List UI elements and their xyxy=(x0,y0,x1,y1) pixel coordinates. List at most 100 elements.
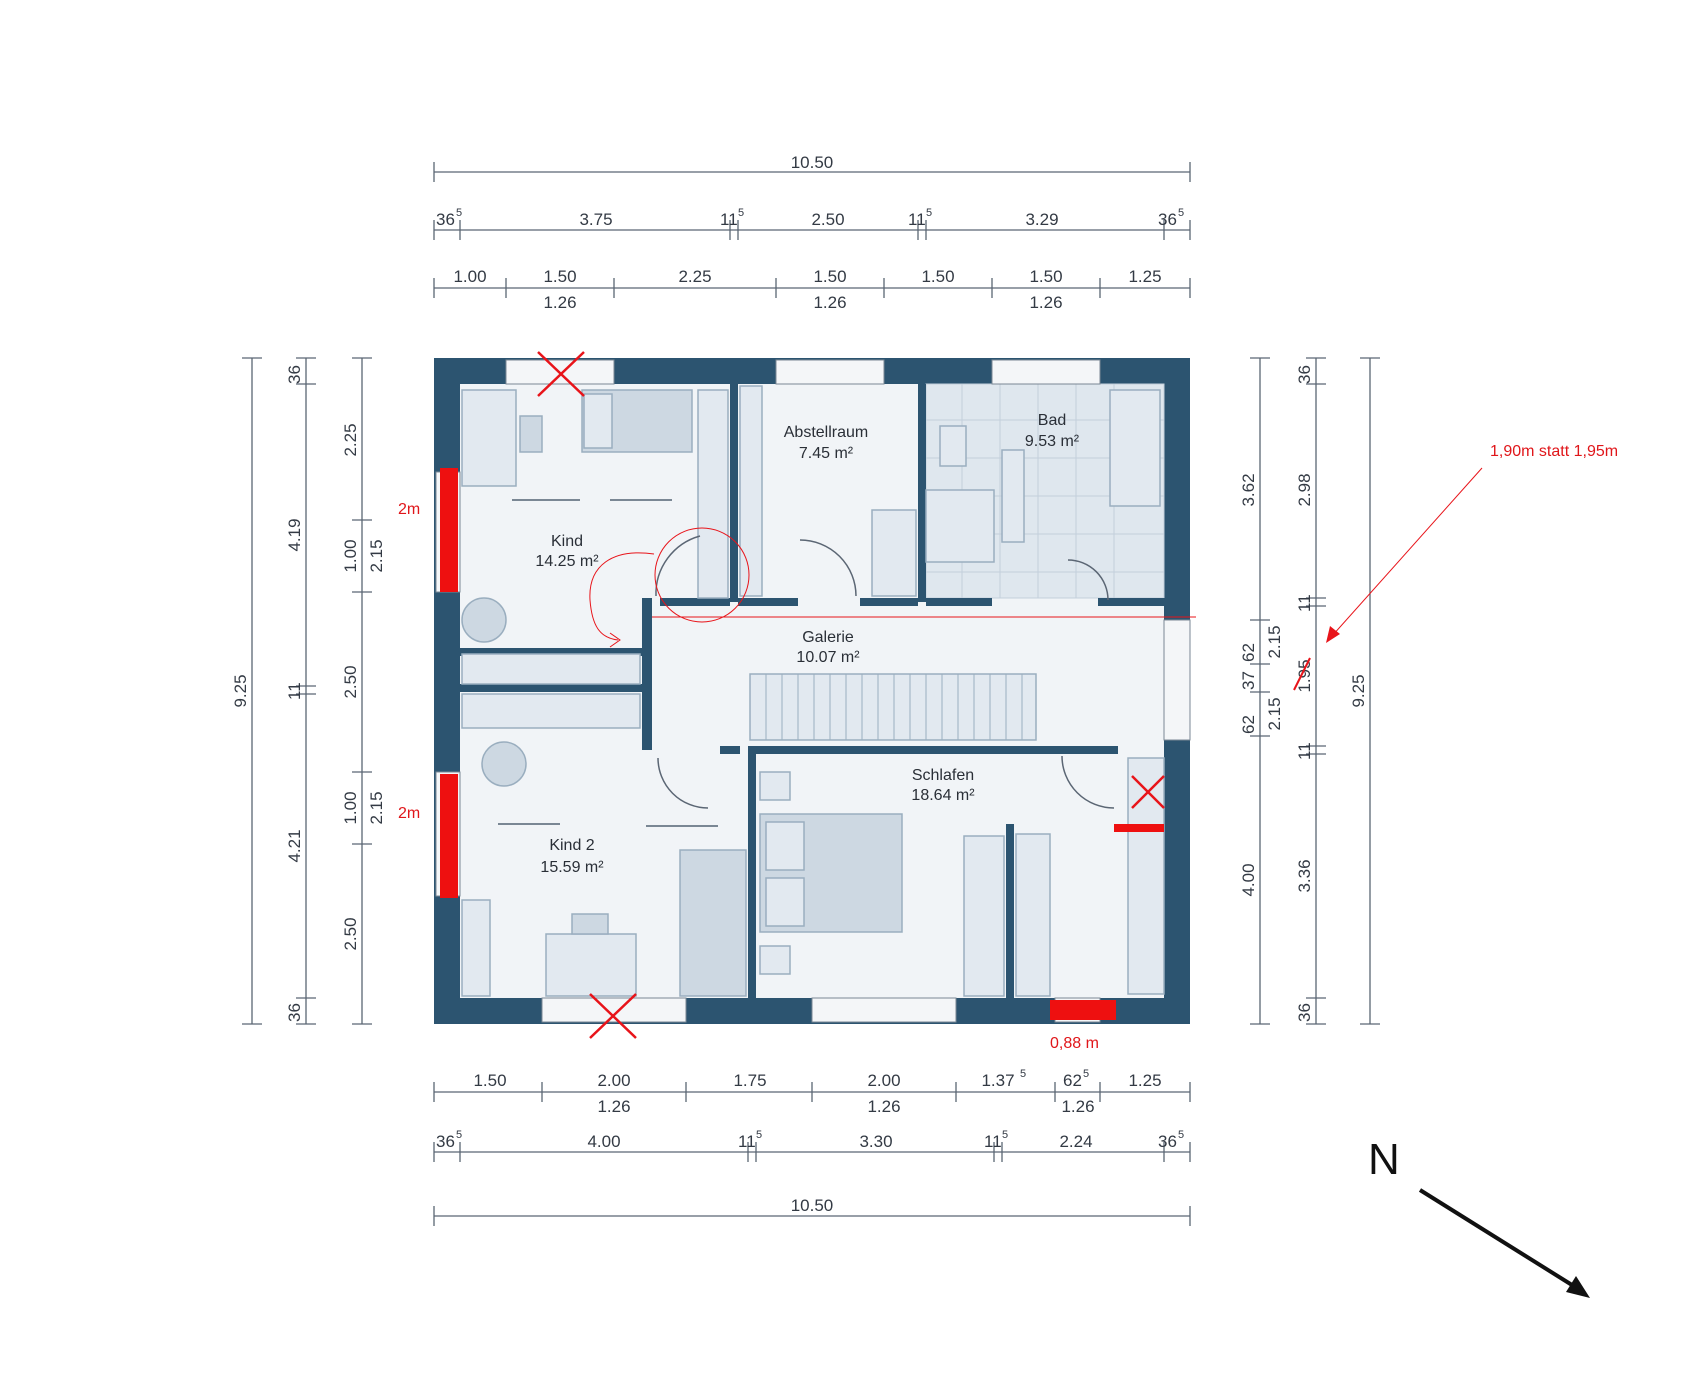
desk xyxy=(461,389,517,487)
bottom-win-dim-7: 1.25 xyxy=(1128,1071,1161,1090)
bottom-dim-1: 36 xyxy=(436,1132,455,1151)
north-label: N xyxy=(1368,1135,1400,1184)
room-kind2-name: Kind 2 xyxy=(549,837,594,854)
bottom-win-dim-2: 2.00 xyxy=(597,1071,630,1090)
bottom-dim-7: 36 xyxy=(1158,1132,1177,1151)
room-galerie-area: 10.07 m² xyxy=(796,649,860,666)
bottom-win-dim-1: 1.50 xyxy=(473,1071,506,1090)
annotation-window-kind: 2m xyxy=(398,501,420,518)
top-dimensions: 10.50 36 5 3.75 11 5 2.50 11 5 3.29 36 5… xyxy=(433,153,1191,312)
room-galerie-name: Galerie xyxy=(802,629,854,646)
window-mark-kind xyxy=(440,468,458,592)
right-dim-7: 2.98 xyxy=(1295,473,1314,506)
north-arrow: N xyxy=(1368,1135,1590,1298)
svg-text:5: 5 xyxy=(1178,1129,1184,1141)
left-dimensions: 9.25 36 4.19 11 4.21 36 2.25 1.00 2.50 1… xyxy=(231,357,386,1025)
right-dim-3: 37 xyxy=(1239,671,1258,690)
svg-text:5: 5 xyxy=(1083,1068,1089,1080)
cross-mark-icon xyxy=(1131,775,1165,809)
window-galerie-right xyxy=(1163,619,1191,741)
room-schlafen-name: Schlafen xyxy=(912,767,974,784)
shower xyxy=(925,489,995,563)
top-win-dim-7: 1.25 xyxy=(1128,267,1161,286)
top-dim-3: 11 xyxy=(720,210,738,229)
desk-kind2 xyxy=(545,933,637,997)
top-total-dim: 10.50 xyxy=(791,153,834,172)
bathtub xyxy=(1109,389,1161,507)
left-win-height-1: 2.15 xyxy=(367,539,386,572)
left-win-dim-2: 1.00 xyxy=(341,539,360,572)
stair-note-pointer xyxy=(1331,467,1483,637)
window-mark-kind2 xyxy=(440,774,458,898)
bad-furniture xyxy=(925,389,1161,601)
interior-walls xyxy=(460,384,1190,998)
top-dim-4: 2.50 xyxy=(811,210,844,229)
svg-text:5: 5 xyxy=(1002,1129,1008,1141)
left-dim-3: 11 xyxy=(285,682,304,700)
top-win-dim-2: 1.50 xyxy=(543,267,576,286)
right-dimensions: 3.62 62 37 62 4.00 2.15 2.15 36 2.98 11 … xyxy=(1239,357,1380,1025)
wardrobe-schlafen xyxy=(963,835,1005,997)
top-win-dim-4: 1.50 xyxy=(813,267,846,286)
annotation-bottom-width: 0,88 m xyxy=(1050,1035,1099,1052)
svg-text:5: 5 xyxy=(456,1129,462,1141)
top-win-height-2: 1.26 xyxy=(813,293,846,312)
top-dim-6: 3.29 xyxy=(1025,210,1058,229)
bottom-win-height-3: 1.26 xyxy=(1061,1097,1094,1116)
top-win-height-3: 1.26 xyxy=(1029,293,1062,312)
bed-kind2 xyxy=(679,849,747,997)
bottom-dimensions: 1.50 2.00 1.75 2.00 1.37 5 62 5 1.25 1.2… xyxy=(433,1068,1191,1226)
chair xyxy=(519,415,543,453)
room-kind-name: Kind xyxy=(551,533,583,550)
left-dim-5: 36 xyxy=(285,1003,304,1022)
annotation-window-kind2: 2m xyxy=(398,805,420,822)
staircase xyxy=(749,673,1037,741)
svg-text:5: 5 xyxy=(926,207,932,219)
bottom-win-dim-4: 2.00 xyxy=(867,1071,900,1090)
washbasin xyxy=(1001,449,1025,543)
right-dim-12: 36 xyxy=(1295,1003,1314,1022)
right-dim-9: 1.95 xyxy=(1295,659,1314,692)
svg-text:5: 5 xyxy=(1178,207,1184,219)
bottom-dim-6: 2.24 xyxy=(1059,1132,1092,1151)
room-labels: Kind 14.25 m² Abstellraum 7.45 m² Bad 9.… xyxy=(535,412,1079,876)
left-win-height-2: 2.15 xyxy=(367,791,386,824)
room-kind2-area: 15.59 m² xyxy=(540,859,604,876)
building: Kind 14.25 m² Abstellraum 7.45 m² Bad 9.… xyxy=(434,358,1191,1024)
top-win-dim-5: 1.50 xyxy=(921,267,954,286)
left-win-dim-3: 2.50 xyxy=(341,665,360,698)
top-dim-2: 3.75 xyxy=(579,210,612,229)
room-kind-area: 14.25 m² xyxy=(535,553,599,570)
top-dim-5: 11 xyxy=(908,210,926,229)
abstellraum-furniture xyxy=(739,385,917,597)
right-dim-4: 62 xyxy=(1239,715,1258,734)
cross-mark-icon xyxy=(589,993,637,1039)
window-bad-top xyxy=(991,359,1101,385)
svg-text:5: 5 xyxy=(456,207,462,219)
bottom-win-dim-5: 1.37 xyxy=(981,1071,1014,1090)
left-win-dim-5: 2.50 xyxy=(341,917,360,950)
svg-text:5: 5 xyxy=(756,1129,762,1141)
bottom-dim-3: 11 xyxy=(738,1132,756,1151)
top-win-dim-6: 1.50 xyxy=(1029,267,1062,286)
bottom-win-height-2: 1.26 xyxy=(867,1097,900,1116)
top-dim-7: 36 xyxy=(1158,210,1177,229)
top-win-dim-3: 2.25 xyxy=(678,267,711,286)
bottom-win-dim-6: 62 xyxy=(1063,1071,1082,1090)
window-mark-bottom xyxy=(1050,1000,1116,1020)
bottom-win-dim-3: 1.75 xyxy=(733,1071,766,1090)
left-dim-1: 36 xyxy=(285,365,304,384)
plant xyxy=(461,597,507,643)
annotation-stair-note: 1,90m statt 1,95m xyxy=(1490,443,1618,460)
right-dim-8: 11 xyxy=(1295,594,1314,612)
svg-text:5: 5 xyxy=(738,207,744,219)
right-dim-5: 4.00 xyxy=(1239,863,1258,896)
right-dim-6: 36 xyxy=(1295,365,1314,384)
window-schlafen-bottom xyxy=(811,997,957,1023)
top-dim-1: 36 xyxy=(436,210,455,229)
top-win-dim-1: 1.00 xyxy=(453,267,486,286)
plant-kind2 xyxy=(481,741,527,787)
room-abstell-area: 7.45 m² xyxy=(799,445,854,462)
left-win-dim-4: 1.00 xyxy=(341,791,360,824)
